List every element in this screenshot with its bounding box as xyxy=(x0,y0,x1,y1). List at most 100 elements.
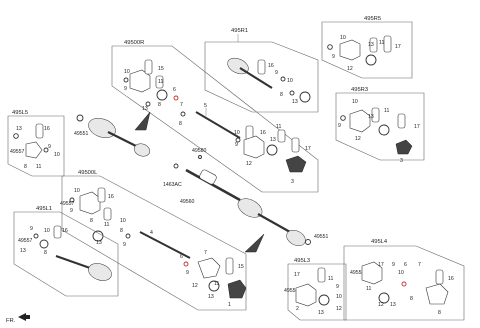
svg-text:9: 9 xyxy=(70,208,73,214)
svg-text:13: 13 xyxy=(20,248,26,254)
label-495R3: 495R3 xyxy=(351,87,368,93)
svg-text:9: 9 xyxy=(392,262,395,268)
svg-text:15: 15 xyxy=(158,66,164,72)
front-label: FR. xyxy=(6,318,16,324)
svg-text:2: 2 xyxy=(296,306,299,312)
svg-text:10: 10 xyxy=(44,228,50,234)
svg-text:11: 11 xyxy=(379,40,384,46)
svg-text:9: 9 xyxy=(123,242,126,248)
svg-text:11: 11 xyxy=(214,281,219,287)
label-495L1: 495L1 xyxy=(36,206,52,212)
svg-text:10: 10 xyxy=(340,35,346,41)
svg-text:49551: 49551 xyxy=(314,234,329,240)
svg-text:49557: 49557 xyxy=(350,270,365,276)
svg-text:13: 13 xyxy=(318,310,324,316)
svg-text:8: 8 xyxy=(158,102,161,108)
svg-text:8: 8 xyxy=(280,92,283,98)
svg-text:11: 11 xyxy=(36,164,41,170)
svg-text:49551: 49551 xyxy=(74,131,89,137)
svg-text:11: 11 xyxy=(384,108,389,114)
center-shaft: 49580 1463AC 49560 49551 xyxy=(163,148,329,253)
svg-text:9: 9 xyxy=(336,284,339,290)
svg-text:3: 3 xyxy=(400,158,403,164)
svg-text:8: 8 xyxy=(44,250,47,256)
svg-text:8: 8 xyxy=(24,164,27,170)
svg-text:17: 17 xyxy=(378,262,384,268)
shaft-upper-left: 49551 xyxy=(74,111,151,157)
group-495L1: 495L1 9 49557 10 13 16 8 xyxy=(13,206,119,297)
svg-text:13: 13 xyxy=(368,114,374,120)
svg-text:17: 17 xyxy=(395,44,401,50)
label-49500R: 49500R xyxy=(124,40,144,46)
svg-text:10: 10 xyxy=(336,294,342,300)
svg-text:6: 6 xyxy=(173,87,176,93)
svg-text:13: 13 xyxy=(208,294,214,300)
svg-text:6: 6 xyxy=(180,254,183,260)
box-495L4 xyxy=(343,245,465,321)
svg-text:12: 12 xyxy=(347,66,353,72)
svg-text:4: 4 xyxy=(150,230,153,236)
svg-text:10: 10 xyxy=(352,99,358,105)
svg-text:13: 13 xyxy=(96,240,102,246)
svg-text:17: 17 xyxy=(414,124,420,130)
svg-text:11: 11 xyxy=(276,124,281,130)
label-495L4: 495L4 xyxy=(371,239,388,245)
svg-text:13: 13 xyxy=(142,106,148,112)
svg-text:13: 13 xyxy=(16,126,22,132)
box-495L1 xyxy=(13,211,119,297)
svg-text:9: 9 xyxy=(124,86,127,92)
svg-text:16: 16 xyxy=(108,194,114,200)
group-495R3: 495R3 10 9 12 13 11 17 3 xyxy=(335,87,425,164)
svg-text:49557: 49557 xyxy=(60,201,75,207)
svg-text:16: 16 xyxy=(268,63,274,69)
svg-text:12: 12 xyxy=(378,302,384,308)
box-495R5 xyxy=(321,21,413,79)
svg-text:49557: 49557 xyxy=(10,149,25,155)
svg-text:10: 10 xyxy=(287,78,293,84)
label-495L5: 495L5 xyxy=(12,110,28,116)
svg-text:12: 12 xyxy=(336,306,342,312)
svg-text:9: 9 xyxy=(235,142,238,148)
svg-text:6: 6 xyxy=(404,262,407,268)
box-495L5 xyxy=(7,115,65,177)
svg-text:13: 13 xyxy=(292,99,298,105)
svg-text:10: 10 xyxy=(124,69,130,75)
box-495L3 xyxy=(287,263,347,321)
group-49500L: 49500L 10 49557 9 16 8 11 13 10 8 9 4 6 … xyxy=(60,170,247,311)
svg-text:7: 7 xyxy=(418,262,421,268)
svg-text:16: 16 xyxy=(44,126,50,132)
front-direction-indicator: FR. xyxy=(6,313,30,324)
group-495R1: 495R1 16 9 10 8 13 xyxy=(204,28,319,113)
svg-text:9: 9 xyxy=(48,144,51,150)
svg-text:9: 9 xyxy=(186,270,189,276)
svg-text:11: 11 xyxy=(328,276,333,282)
svg-text:11: 11 xyxy=(104,222,109,228)
svg-text:8: 8 xyxy=(410,296,413,302)
svg-text:1: 1 xyxy=(228,302,231,308)
label-49500L: 49500L xyxy=(78,170,98,176)
svg-text:13: 13 xyxy=(368,42,374,48)
svg-text:9: 9 xyxy=(332,54,335,60)
svg-text:3: 3 xyxy=(291,179,294,185)
svg-text:10: 10 xyxy=(54,152,60,158)
group-495L3: 495L3 17 11 49557 9 10 2 13 12 xyxy=(284,258,347,321)
svg-text:17: 17 xyxy=(305,146,311,152)
svg-text:49557: 49557 xyxy=(284,288,299,294)
svg-text:13: 13 xyxy=(390,302,396,308)
label-495R1: 495R1 xyxy=(231,28,248,34)
svg-text:17: 17 xyxy=(294,272,300,278)
svg-text:12: 12 xyxy=(355,136,361,142)
svg-text:7: 7 xyxy=(204,250,207,256)
svg-text:12: 12 xyxy=(246,161,252,167)
box-495R1 xyxy=(204,41,319,113)
svg-text:16: 16 xyxy=(260,130,266,136)
svg-text:11: 11 xyxy=(158,79,163,85)
svg-text:7: 7 xyxy=(180,102,183,108)
svg-text:9: 9 xyxy=(30,226,33,232)
svg-text:10: 10 xyxy=(234,130,240,136)
svg-text:9: 9 xyxy=(338,123,341,129)
svg-text:8: 8 xyxy=(90,218,93,224)
box-49500L xyxy=(61,175,247,311)
